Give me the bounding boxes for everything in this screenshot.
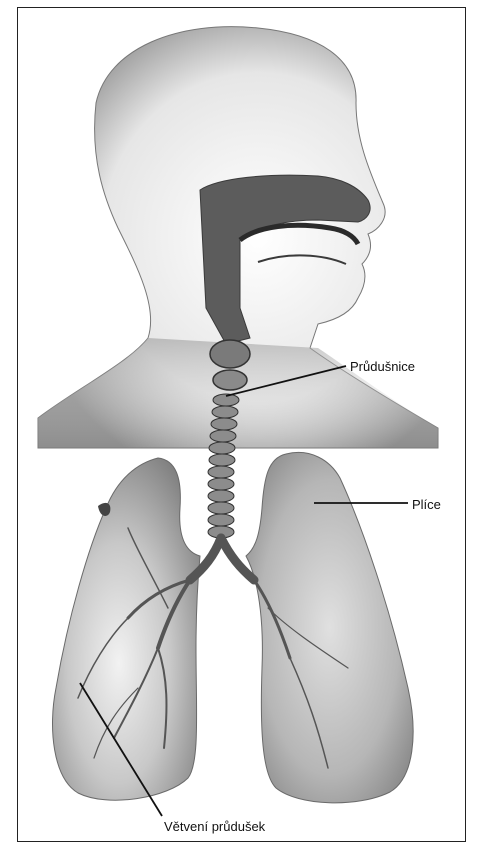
bronchi-label: Větvení průdušek bbox=[164, 820, 265, 833]
left-lung bbox=[52, 458, 200, 800]
diagram-frame: Průdušnice Plíce Větvení průdušek bbox=[17, 7, 466, 842]
right-lung bbox=[246, 452, 413, 802]
trachea-label: Průdušnice bbox=[350, 360, 415, 373]
respiratory-system-illustration bbox=[18, 8, 466, 842]
lungs-label: Plíce bbox=[412, 498, 441, 511]
